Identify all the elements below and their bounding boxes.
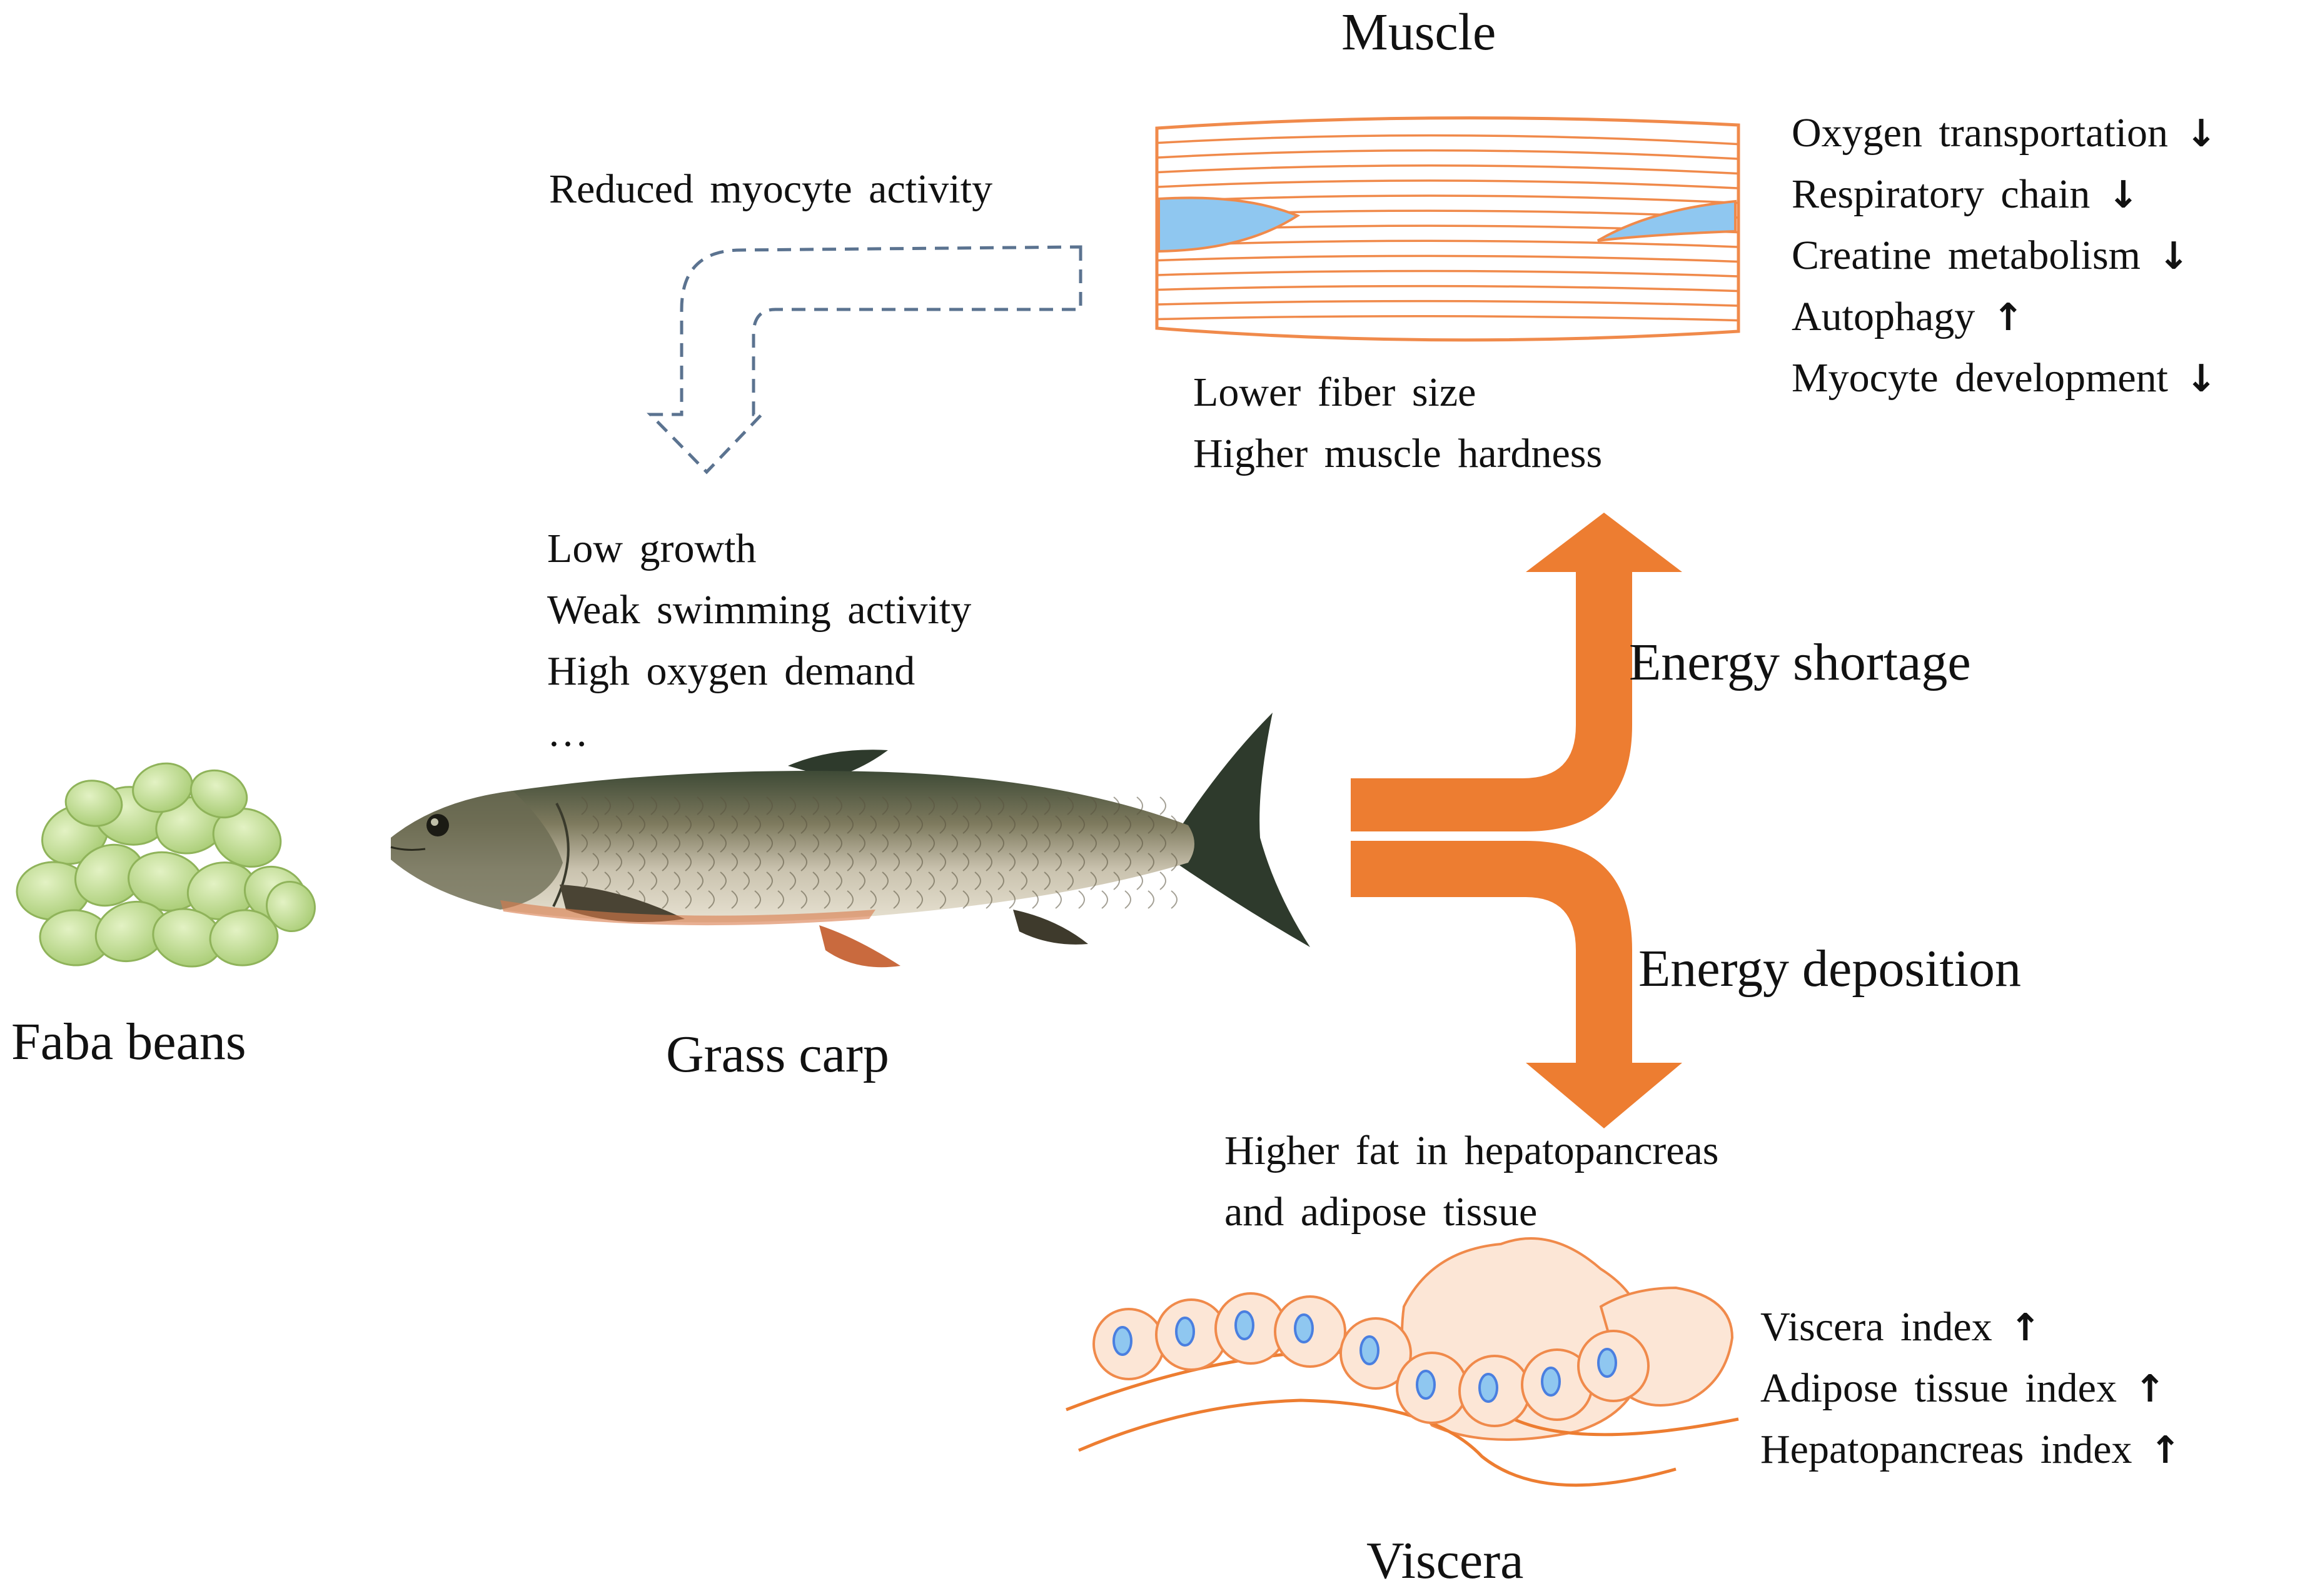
muscle-title: Muscle: [1341, 3, 1496, 61]
effect-muscle-hardness: Higher muscle hardness: [1193, 431, 1603, 476]
adipocyte-cell: [1396, 1352, 1468, 1424]
viscera-marker-list: Viscera index↑ Adipose tissue index↑ Hep…: [1760, 1307, 2181, 1490]
effect-ellipsis: …: [547, 710, 588, 755]
down-arrow-icon: ↓: [2186, 112, 2217, 156]
up-arrow-icon: ↑: [1992, 296, 2024, 339]
dashed-arrow-reduced-activity: [647, 245, 1082, 474]
muscle-nucleus-right: [1596, 199, 1737, 242]
marker-hepatopancreas-index: Hepatopancreas index↑: [1760, 1427, 2181, 1472]
energy-shortage-arrow: [1351, 513, 1682, 831]
down-arrow-icon: ↓: [2107, 173, 2139, 217]
viscera-illustration: [1066, 1237, 1739, 1487]
adipocyte-cell: [1274, 1295, 1346, 1368]
faba-beans-label: Faba beans: [11, 1013, 246, 1071]
effect-low-growth: Low growth: [547, 526, 757, 571]
down-arrow-icon: ↓: [2158, 234, 2190, 278]
adipocyte-cell: [1577, 1330, 1650, 1402]
reduced-activity-label: Reduced myocyte activity: [549, 166, 993, 212]
marker-oxygen-transportation: Oxygen transportation↓: [1792, 110, 2217, 156]
viscera-title: Viscera: [1366, 1532, 1524, 1590]
up-arrow-icon: ↑: [2149, 1428, 2181, 1472]
grass-carp-image: [390, 713, 1310, 968]
marker-viscera-index: Viscera index↑: [1760, 1304, 2041, 1350]
adipocyte-cell: [1521, 1348, 1593, 1421]
energy-shortage-label: Energy shortage: [1629, 633, 1971, 691]
marker-myocyte-development: Myocyte development↓: [1792, 355, 2217, 401]
energy-deposition-arrow: [1351, 841, 1682, 1128]
effect-adipose-tissue: and adipose tissue: [1224, 1189, 1538, 1235]
muscle-effects: Lower fiber size Higher muscle hardness: [1193, 372, 1602, 494]
faba-bean: [64, 780, 123, 827]
faba-beans-image: [16, 762, 316, 968]
up-arrow-icon: ↑: [2009, 1306, 2041, 1350]
effect-fat-hepatopancreas: Higher fat in hepatopancreas: [1224, 1128, 1719, 1173]
marker-respiratory-chain: Respiratory chain↓: [1792, 171, 2139, 217]
faba-bean: [132, 762, 193, 813]
up-arrow-icon: ↑: [2134, 1367, 2166, 1411]
adipocyte-cell: [1092, 1308, 1165, 1380]
marker-adipose-index: Adipose tissue index↑: [1760, 1365, 2166, 1411]
fish-effects: Low growth Weak swimming activity High o…: [547, 528, 971, 773]
faba-bean: [266, 880, 316, 933]
faba-bean: [189, 769, 248, 819]
muscle-nucleus-left: [1158, 196, 1301, 253]
faba-bean: [209, 909, 279, 966]
effect-weak-swimming: Weak swimming activity: [547, 587, 972, 633]
marker-creatine-metabolism: Creatine metabolism↓: [1792, 233, 2190, 278]
adipocyte-cell: [1458, 1355, 1531, 1427]
viscera-effects: Higher fat in hepatopancreas and adipose…: [1224, 1130, 1718, 1253]
down-arrow-icon: ↓: [2186, 357, 2217, 401]
grass-carp-label: Grass carp: [666, 1025, 889, 1083]
effect-fiber-size: Lower fiber size: [1193, 369, 1476, 415]
muscle-fiber-illustration: [1155, 116, 1740, 342]
adipocyte-cell: [1339, 1317, 1412, 1390]
energy-deposition-label: Energy deposition: [1638, 940, 2022, 998]
effect-oxygen-demand: High oxygen demand: [547, 648, 915, 694]
muscle-marker-list: Oxygen transportation↓ Respiratory chain…: [1792, 113, 2217, 419]
marker-autophagy: Autophagy↑: [1792, 294, 2024, 339]
